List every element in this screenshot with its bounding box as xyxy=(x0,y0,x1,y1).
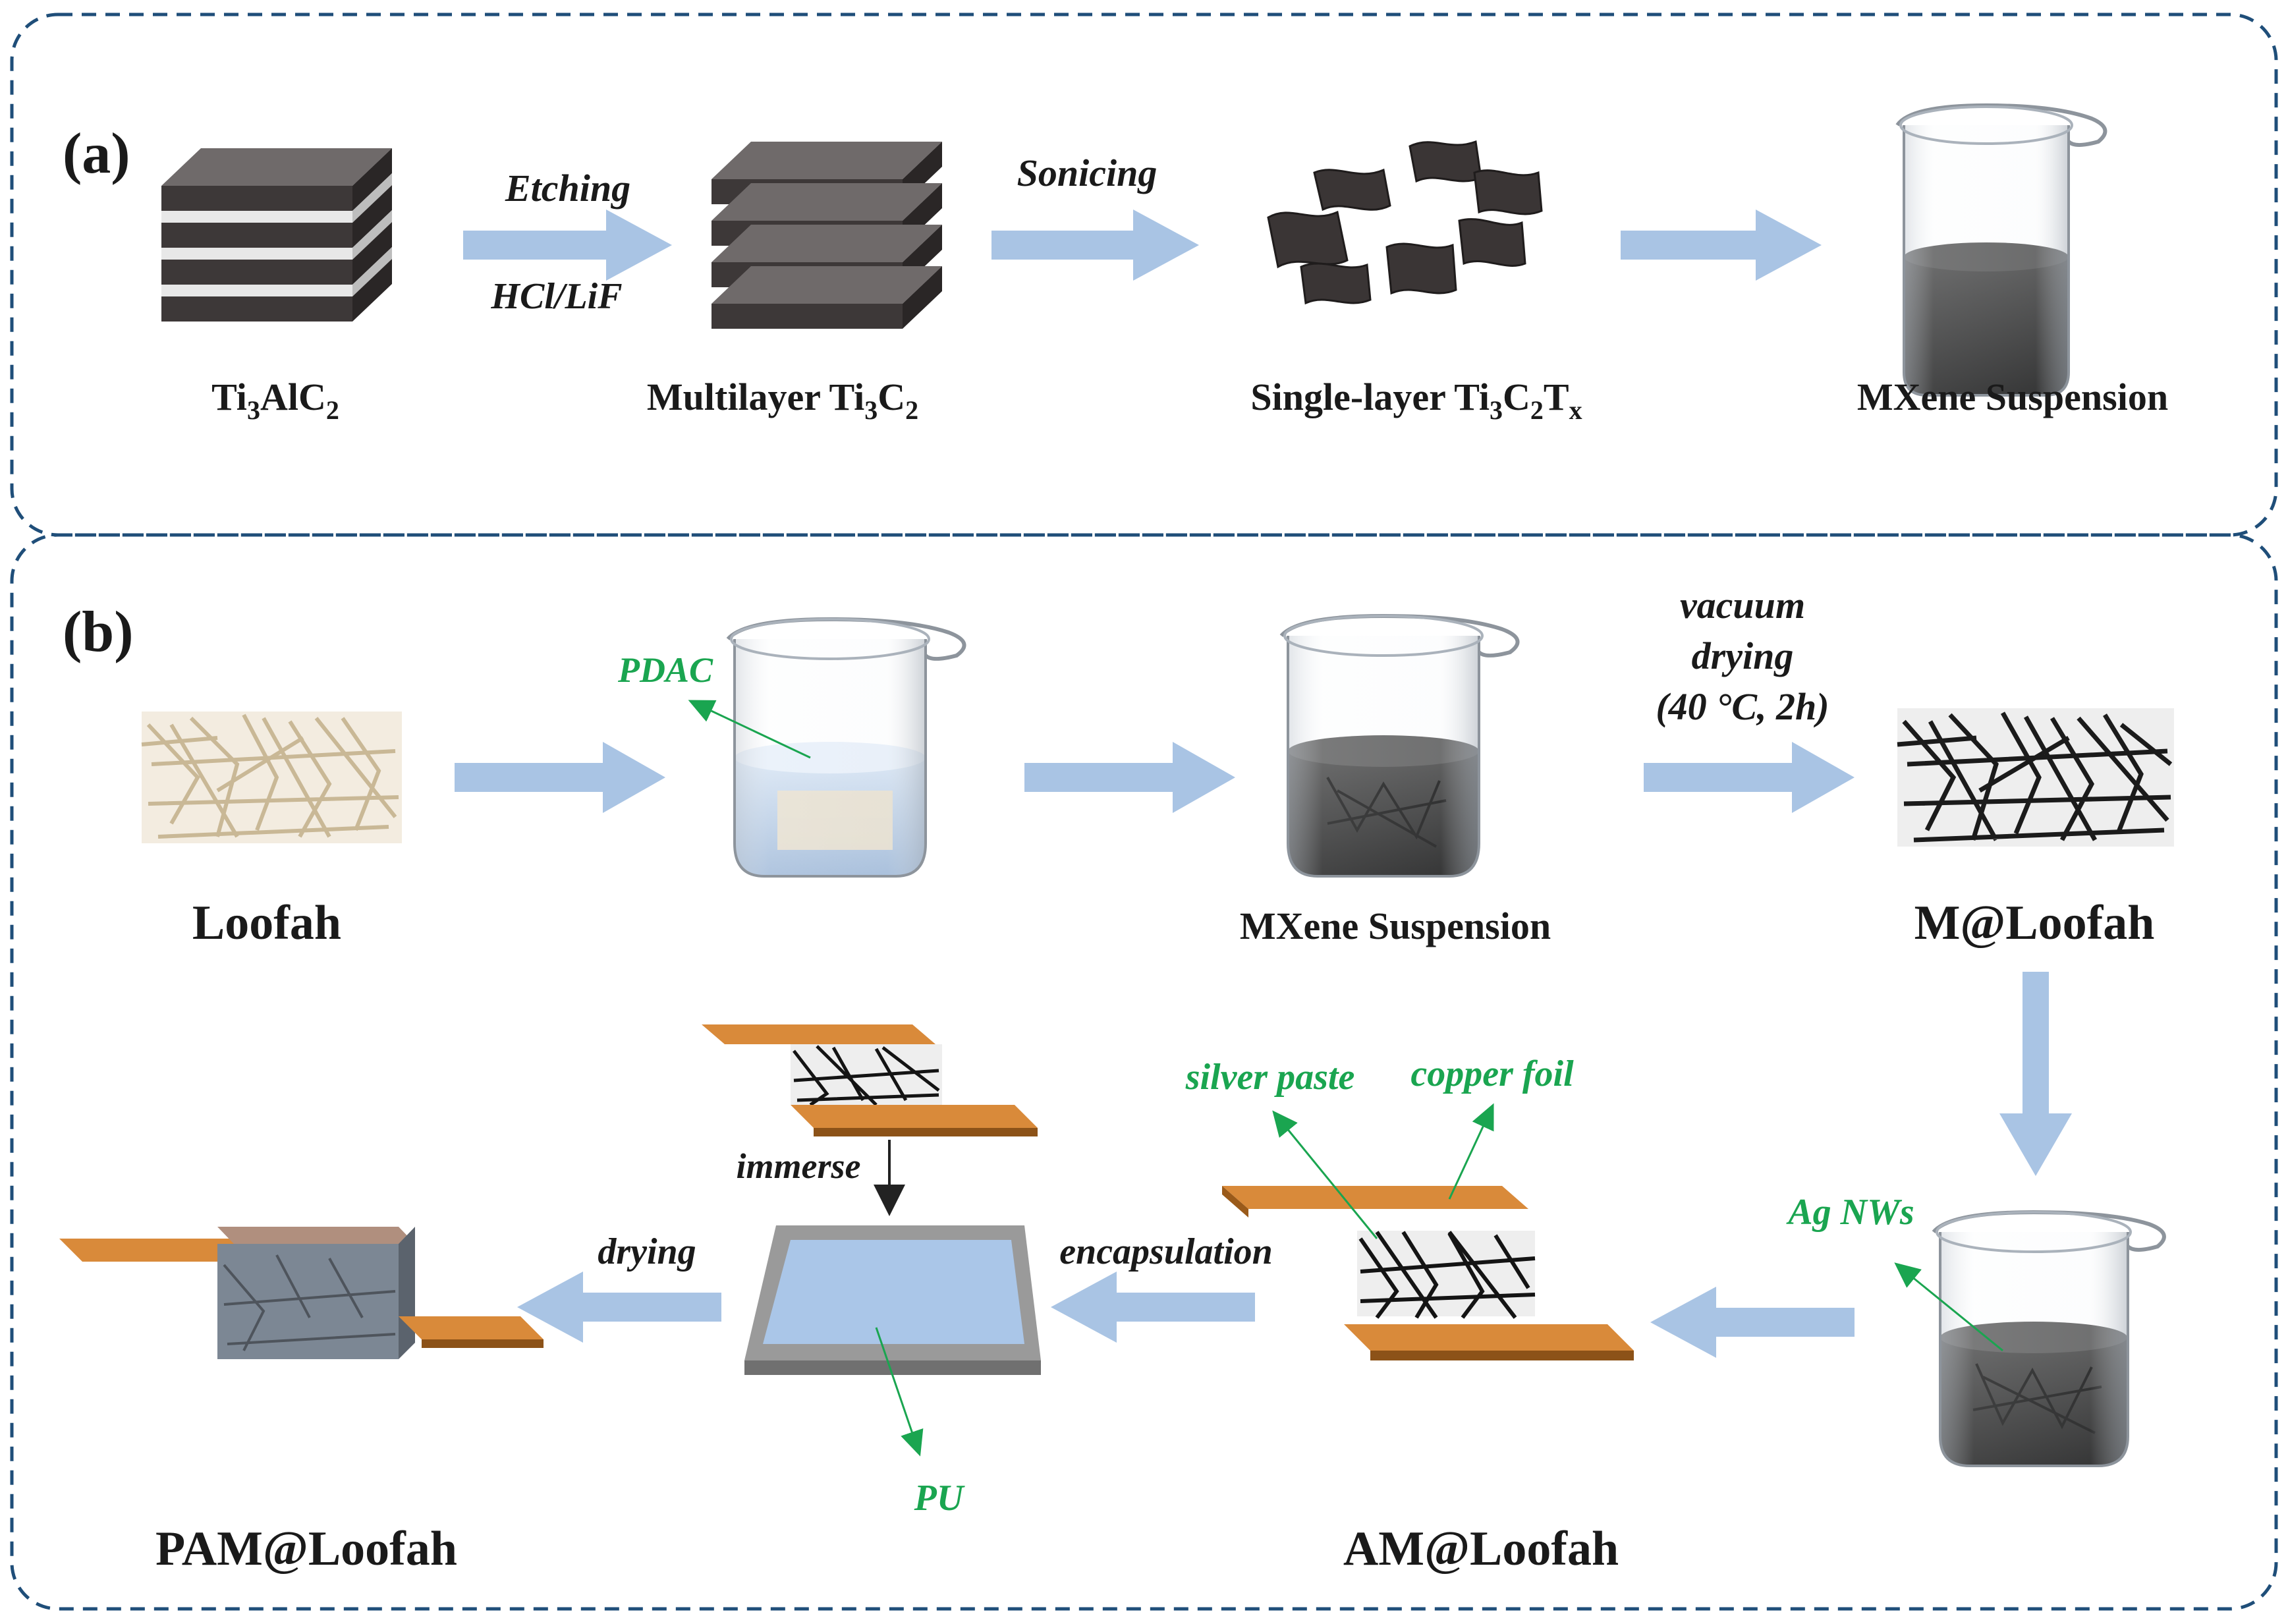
ti3alc2-label: Ti3AlC2 xyxy=(211,376,339,425)
sonicing-label: Sonicing xyxy=(1017,152,1158,194)
ag-nws-label: Ag NWs xyxy=(1786,1192,1914,1233)
vacuum-label-3: (40 °C, 2h) xyxy=(1656,685,1829,728)
panel-b-tag: (b) xyxy=(63,600,134,664)
mxene-suspension-beaker-a xyxy=(1895,103,2107,397)
copper-foil-label: copper foil xyxy=(1410,1053,1574,1094)
etching-label: Etching xyxy=(505,167,630,210)
panel-a-frame xyxy=(10,13,2278,537)
vacuum-label-2: drying xyxy=(1692,634,1794,677)
immerse-label: immerse xyxy=(737,1146,861,1186)
pdac-beaker xyxy=(726,617,966,878)
encapsulation-label: encapsulation xyxy=(1059,1231,1273,1272)
ti3alc2-max-phase-stack xyxy=(161,148,392,322)
device-to-immerse xyxy=(702,1024,1038,1136)
silver-paste-label: silver paste xyxy=(1185,1057,1355,1098)
m-loofah-sponge xyxy=(1897,708,2174,847)
mxene-suspension-label-a: MXene Suspension xyxy=(1857,376,2168,418)
single-layer-label: Single-layer Ti3C2Tx xyxy=(1250,376,1582,425)
ag-to-am-arrow xyxy=(1650,1287,1855,1358)
pdac-label: PDAC xyxy=(617,650,713,690)
ag-nws-beaker xyxy=(1932,1210,2166,1467)
drying-arrow xyxy=(517,1272,721,1343)
sonicing-arrow xyxy=(991,210,1199,281)
pu-pointer xyxy=(875,1327,924,1457)
encapsulation-arrow xyxy=(1051,1272,1255,1343)
pdac-pointer xyxy=(688,700,811,759)
pam-loofah-label: PAM@Loofah xyxy=(155,1522,457,1576)
pam-loofah-device xyxy=(59,1227,544,1359)
multilayer-ti3c2-stack xyxy=(712,142,942,329)
mxene-suspension-beaker-b xyxy=(1279,613,1520,878)
copper-foil-pointer xyxy=(1448,1103,1494,1200)
single-layer-flakes xyxy=(1267,140,1543,305)
am-loofah-device xyxy=(1222,1186,1634,1360)
etching-arrow xyxy=(463,210,672,281)
pu-label: PU xyxy=(914,1478,965,1519)
loofah-label: Loofah xyxy=(192,896,341,950)
panel-b-frame xyxy=(10,533,2278,1611)
reagent-label: HCl/LiF xyxy=(490,276,622,317)
pu-mold xyxy=(744,1225,1041,1375)
silver-paste-pointer xyxy=(1272,1110,1378,1239)
mxene-suspension-label-b: MXene Suspension xyxy=(1240,905,1551,947)
m-loofah-down-arrow xyxy=(1999,972,2072,1176)
multilayer-label: Multilayer Ti3C2 xyxy=(647,376,918,425)
pdac-to-mxene-arrow xyxy=(1024,742,1235,813)
ag-nws-pointer xyxy=(1894,1262,2003,1352)
suspension-arrow xyxy=(1621,210,1822,281)
loofah-sponge xyxy=(141,712,402,843)
am-loofah-label: AM@Loofah xyxy=(1343,1522,1619,1576)
panel-a-tag: (a) xyxy=(63,122,130,186)
drying-label: drying xyxy=(598,1231,696,1272)
vacuum-drying-arrow xyxy=(1644,742,1855,813)
vacuum-label-1: vacuum xyxy=(1680,584,1805,627)
loofah-to-pdac-arrow xyxy=(455,742,665,813)
m-loofah-label: M@Loofah xyxy=(1914,896,2155,950)
